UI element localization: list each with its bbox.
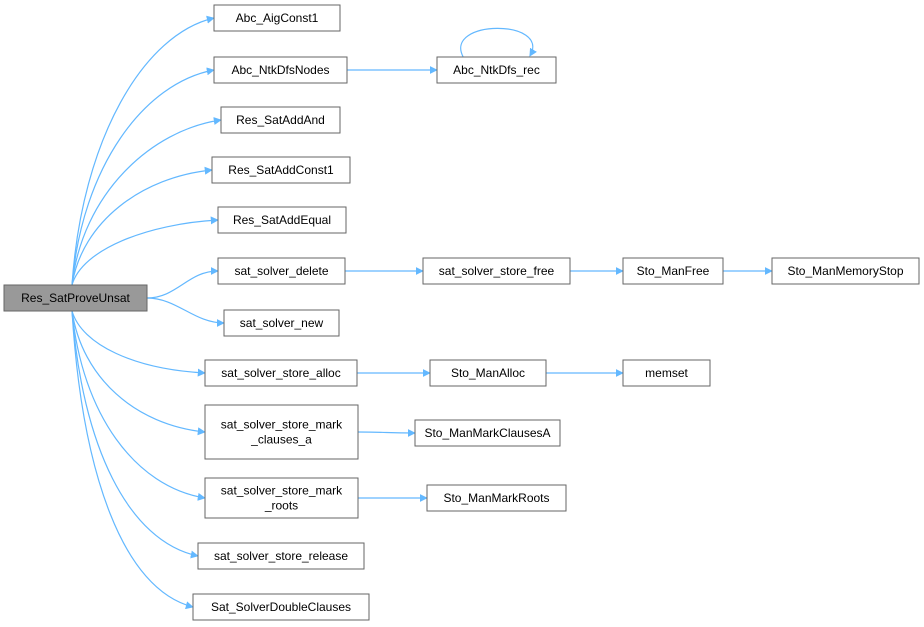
edge-root-to-n12: [71, 310, 206, 377]
node-sto-manmemorystop[interactable]: Sto_ManMemoryStop: [771, 257, 920, 285]
node-label: Abc_AigConst1: [236, 11, 319, 25]
node-box: [220, 106, 341, 134]
edge-root-to-n17: [71, 310, 206, 501]
node-box: [771, 257, 920, 285]
node-res-satproveunsat[interactable]: Res_SatProveUnsat: [3, 284, 148, 312]
edge-n15-to-n16: [357, 428, 416, 437]
node-label: Res_SatProveUnsat: [21, 291, 130, 305]
edge-root-to-n19: [71, 310, 199, 559]
edge-root-to-n20: [71, 310, 194, 610]
node-label: Res_SatAddConst1: [228, 163, 334, 177]
edge-root-to-n5: [71, 166, 213, 286]
edge-root-to-n1: [71, 15, 215, 286]
node-sat-solver-store-mark-roots[interactable]: sat_solver_store_mark_roots: [204, 477, 359, 519]
node-memset[interactable]: memset: [622, 359, 711, 387]
node-box: [622, 359, 711, 387]
node-sat-solver-store-release[interactable]: sat_solver_store_release: [197, 542, 365, 570]
node-res-sataddand[interactable]: Res_SatAddAnd: [220, 106, 341, 134]
edge-root-to-n15: [71, 310, 206, 436]
node-sat-solver-store-mark-clauses-a[interactable]: sat_solver_store_mark_clauses_a: [204, 404, 359, 460]
node-box: [213, 4, 341, 32]
node-label: sat_solver_store_mark: [221, 484, 343, 498]
node-box: [197, 542, 365, 570]
node-label: Sto_ManAlloc: [451, 366, 525, 380]
node-label: Sto_ManMemoryStop: [787, 264, 903, 278]
edge-root-to-n6: [71, 216, 219, 286]
node-box: [204, 404, 359, 460]
node-box: [429, 359, 547, 387]
node-label: Sto_ManFree: [637, 264, 710, 278]
node-box: [426, 484, 567, 512]
node-box: [622, 257, 724, 285]
node-box: [436, 56, 557, 84]
edge-n3-to-n3: [460, 27, 537, 58]
node-label: sat_solver_store_alloc: [221, 366, 340, 380]
node-sat-solverdoubleclauses[interactable]: Sat_SolverDoubleClauses: [192, 593, 370, 621]
node-label: Res_SatAddAnd: [236, 113, 325, 127]
node-label: _clauses_a: [250, 433, 312, 447]
node-box: [204, 477, 359, 519]
node-label: sat_solver_store_mark: [221, 418, 343, 432]
node-sat-solver-store-free[interactable]: sat_solver_store_free: [422, 257, 571, 285]
node-box: [217, 257, 346, 285]
node-box: [223, 309, 340, 337]
node-label: sat_solver_store_release: [214, 549, 348, 563]
node-sto-manfree[interactable]: Sto_ManFree: [622, 257, 724, 285]
edge-root-to-n2: [71, 67, 215, 286]
node-sat-solver-store-alloc[interactable]: sat_solver_store_alloc: [204, 359, 358, 387]
node-box: [213, 56, 348, 84]
node-box: [204, 359, 358, 387]
node-label: sat_solver_store_free: [439, 264, 555, 278]
edge-root-to-n11: [146, 297, 225, 327]
node-sat-solver-new[interactable]: sat_solver_new: [223, 309, 340, 337]
node-box: [422, 257, 571, 285]
node-box: [211, 156, 351, 184]
node-label: _roots: [264, 499, 298, 513]
node-label: memset: [645, 366, 688, 380]
node-label: sat_solver_delete: [234, 264, 328, 278]
node-label: Sto_ManMarkClausesA: [424, 426, 550, 440]
node-label: Abc_NtkDfs_rec: [453, 63, 540, 77]
node-abc-aigconst1[interactable]: Abc_AigConst1: [213, 4, 341, 32]
node-abc-ntkdfsnodes[interactable]: Abc_NtkDfsNodes: [213, 56, 348, 84]
node-abc-ntkdfs-rec[interactable]: Abc_NtkDfs_rec: [436, 56, 557, 84]
node-res-sataddequal[interactable]: Res_SatAddEqual: [217, 206, 347, 234]
node-label: Sat_SolverDoubleClauses: [211, 600, 351, 614]
node-sto-manalloc[interactable]: Sto_ManAlloc: [429, 359, 547, 387]
node-label: Res_SatAddEqual: [233, 213, 331, 227]
edge-root-to-n7: [146, 267, 219, 299]
node-box: [192, 593, 370, 621]
node-label: Abc_NtkDfsNodes: [231, 63, 329, 77]
node-sto-manmarkclausesa[interactable]: Sto_ManMarkClausesA: [414, 419, 561, 447]
node-label: Sto_ManMarkRoots: [443, 491, 549, 505]
node-label: sat_solver_new: [240, 316, 324, 330]
node-box: [217, 206, 347, 234]
node-box: [414, 419, 561, 447]
node-sat-solver-delete[interactable]: sat_solver_delete: [217, 257, 346, 285]
node-sto-manmarkroots[interactable]: Sto_ManMarkRoots: [426, 484, 567, 512]
edge-root-to-n4: [71, 117, 222, 286]
node-box: [3, 284, 148, 312]
edges-layer: [71, 15, 773, 610]
node-res-sataddconst1[interactable]: Res_SatAddConst1: [211, 156, 351, 184]
nodes-layer: Res_SatProveUnsat Abc_AigConst1Abc_NtkDfs…: [3, 4, 920, 621]
